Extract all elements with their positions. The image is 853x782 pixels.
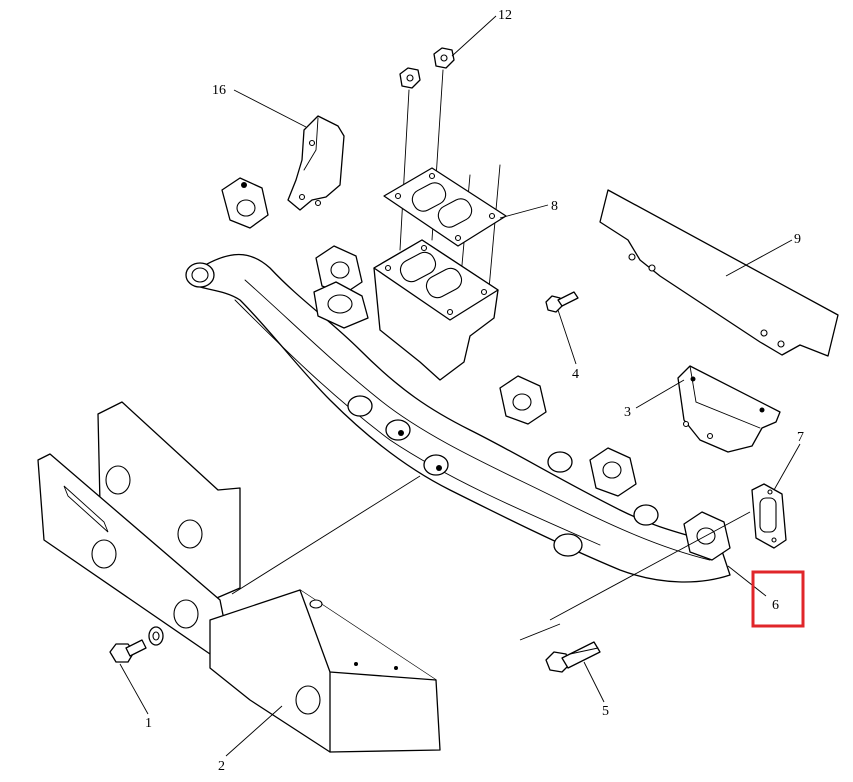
port-flange-1 bbox=[221, 177, 269, 229]
callout-9: 9 bbox=[794, 232, 801, 247]
callout-4: 4 bbox=[572, 367, 579, 382]
part-2-heat-shield[interactable] bbox=[37, 401, 441, 753]
callout-8: 8 bbox=[551, 199, 558, 214]
port-flange-5 bbox=[589, 447, 637, 497]
leader-lines bbox=[119, 15, 801, 757]
part-3-bracket[interactable] bbox=[677, 365, 781, 453]
part-7-gasket[interactable] bbox=[751, 483, 787, 549]
port-flange-2 bbox=[315, 245, 363, 295]
callout-12: 12 bbox=[498, 8, 512, 23]
callout-16: 16 bbox=[212, 83, 226, 98]
port-flange-6 bbox=[683, 511, 731, 561]
callout-labels: 16 12 8 9 4 3 7 6 5 1 2 bbox=[145, 8, 804, 774]
callout-2: 2 bbox=[218, 759, 225, 774]
part-9-heat-shield[interactable] bbox=[599, 189, 839, 357]
part-5-bolt[interactable] bbox=[545, 641, 601, 673]
callout-3: 3 bbox=[624, 405, 631, 420]
port-flange-3 bbox=[313, 281, 369, 329]
exhaust-manifold-body[interactable] bbox=[185, 177, 731, 583]
part-4-bolt[interactable] bbox=[545, 291, 579, 313]
highlight-box-callout-6 bbox=[751, 570, 805, 628]
port-flange-4 bbox=[499, 375, 547, 425]
callout-6: 6 bbox=[772, 598, 779, 613]
callout-1: 1 bbox=[145, 716, 152, 731]
callout-5: 5 bbox=[602, 704, 609, 719]
callout-7: 7 bbox=[797, 430, 804, 445]
part-8-gasket[interactable] bbox=[383, 167, 507, 247]
part-16-bracket[interactable] bbox=[287, 115, 345, 211]
part-1-bolt-washer[interactable] bbox=[109, 626, 164, 663]
